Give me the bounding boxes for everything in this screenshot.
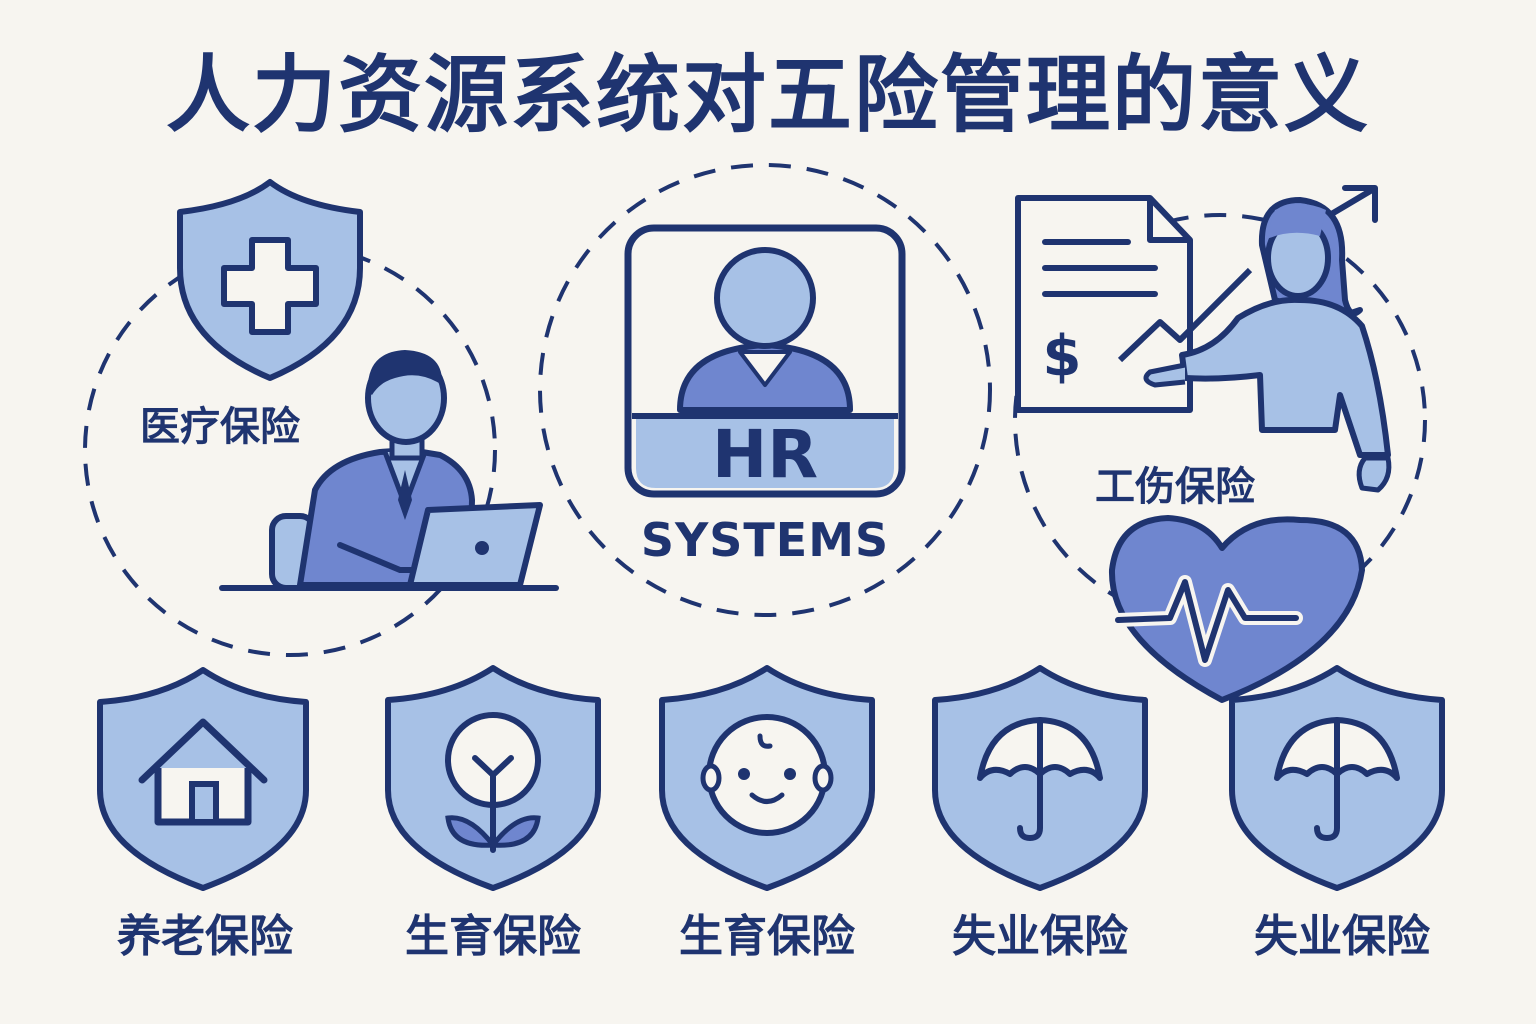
label-work-injury-insurance: 工伤保险 — [1095, 464, 1255, 510]
hr-profile-monitor-icon — [624, 224, 906, 498]
systems-label: SYSTEMS — [640, 513, 890, 567]
baby-shield-icon — [659, 665, 875, 891]
center-dashed-ring — [538, 163, 992, 617]
hr-label: HR — [711, 416, 819, 493]
label-maternity-insurance: 生育保险 — [405, 911, 581, 962]
label-unemployment-insurance: 失业保险 — [1254, 911, 1430, 962]
umbrella-shield-icon — [932, 665, 1148, 891]
label-unemployment-insurance: 失业保险 — [952, 911, 1128, 962]
umbrella-shield-icon — [1229, 665, 1445, 891]
label-maternity-insurance: 生育保险 — [679, 911, 855, 962]
plant-shield-icon — [385, 665, 601, 891]
house-shield-icon — [97, 667, 309, 891]
label-pension-insurance: 养老保险 — [117, 911, 293, 962]
svg-text:$: $ — [1043, 324, 1082, 389]
document-dollar-icon: $ — [1015, 195, 1193, 413]
heartbeat-heart-icon — [1108, 515, 1365, 703]
woman-presenter-icon — [1143, 197, 1392, 493]
page-title: 人力资源系统对五险管理的意义 — [165, 46, 1370, 144]
businessman-laptop-icon — [219, 350, 559, 591]
medical-cross-shield-icon — [177, 179, 363, 381]
label-medical-insurance: 医疗保险 — [140, 404, 300, 450]
